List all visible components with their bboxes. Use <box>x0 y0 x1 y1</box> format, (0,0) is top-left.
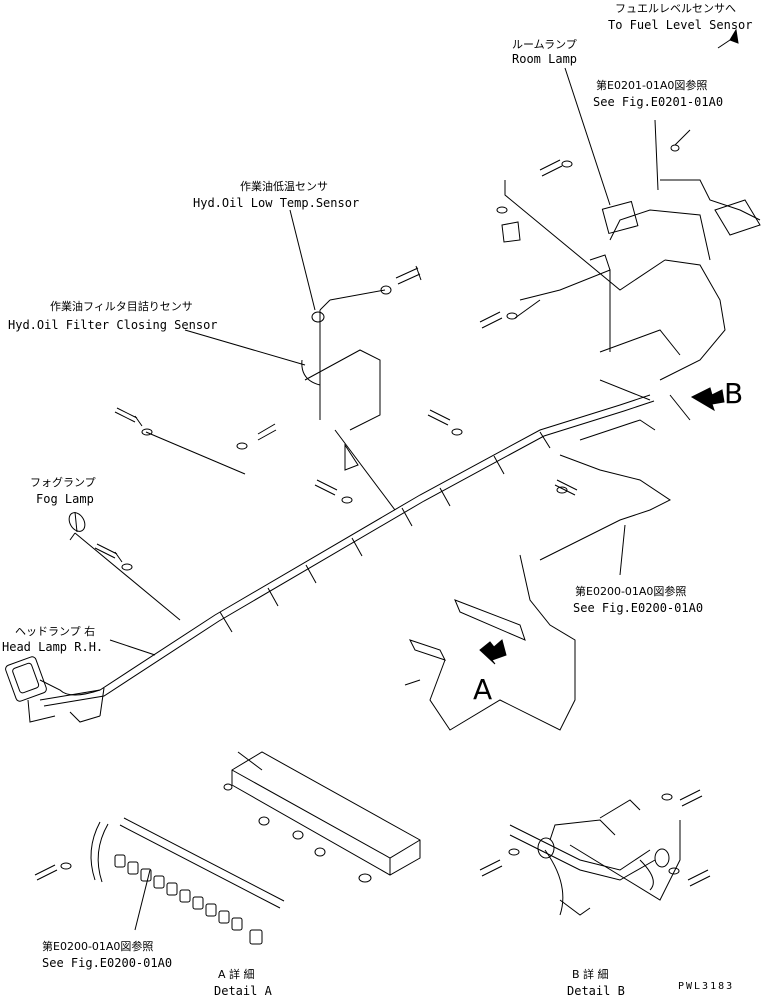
hyd-low-temp-label-en: Hyd.Oil Low Temp.Sensor <box>193 196 360 210</box>
arrow-a-area <box>405 555 575 730</box>
see-e0201-label-en: See Fig.E0201-01A0 <box>593 95 724 109</box>
room-lamp-label-jp: ルームランプ <box>512 38 577 51</box>
bolt-group-left <box>95 408 276 570</box>
detail-b-title-en: Detail B <box>567 984 625 998</box>
fog-lamp <box>66 510 180 620</box>
see-e0200-bottom-label-en: See Fig.E0200-01A0 <box>42 956 173 970</box>
see-e0200-bottom-label-jp: 第E0200-01A0図参照 <box>42 940 154 953</box>
hyd-low-temp-label-jp: 作業油低温センサ <box>240 180 328 193</box>
detail-b-title-jp: B 詳 細 <box>572 968 609 981</box>
detail-a-title-jp: A 詳 細 <box>218 968 255 981</box>
head-lamp-label-en: Head Lamp R.H. <box>2 640 104 654</box>
see-e0200-right-label-en: See Fig.E0200-01A0 <box>573 601 704 615</box>
upper-right-harness <box>480 130 760 420</box>
head-lamp-harness <box>4 656 104 722</box>
fog-lamp-label-en: Fog Lamp <box>36 492 94 506</box>
see-e0200-right-label-jp: 第E0200-01A0図参照 <box>575 585 687 598</box>
detail-b-drawing <box>480 790 710 915</box>
fuel-sensor-label-en: To Fuel Level Sensor <box>608 18 753 32</box>
detail-b-marker: B <box>724 377 744 410</box>
see-e0201-label-jp: 第E0201-01A0図参照 <box>596 79 708 92</box>
arrow-b-area <box>540 388 724 560</box>
detail-a-drawing <box>35 752 420 944</box>
head-lamp-label-jp: ヘッドランプ 右 <box>15 625 96 638</box>
main-harness-trunk <box>40 395 654 706</box>
drawing-code: PWL3183 <box>678 981 735 992</box>
detail-a-marker: A <box>473 673 493 706</box>
detail-a-title-en: Detail A <box>214 984 272 998</box>
fog-lamp-label-jp: フォグランプ <box>30 476 96 489</box>
bolt-group-middle <box>315 410 462 503</box>
leader-lines <box>75 30 738 930</box>
hydraulic-sensor-bracket <box>302 266 421 510</box>
fuel-sensor-label-jp: フュエルレベルセンサへ <box>615 2 736 15</box>
room-lamp-label-en: Room Lamp <box>512 52 578 66</box>
hyd-filter-label-jp: 作業油フィルタ目詰りセンサ <box>50 300 193 313</box>
hyd-filter-label-en: Hyd.Oil Filter Closing Sensor <box>8 318 218 332</box>
